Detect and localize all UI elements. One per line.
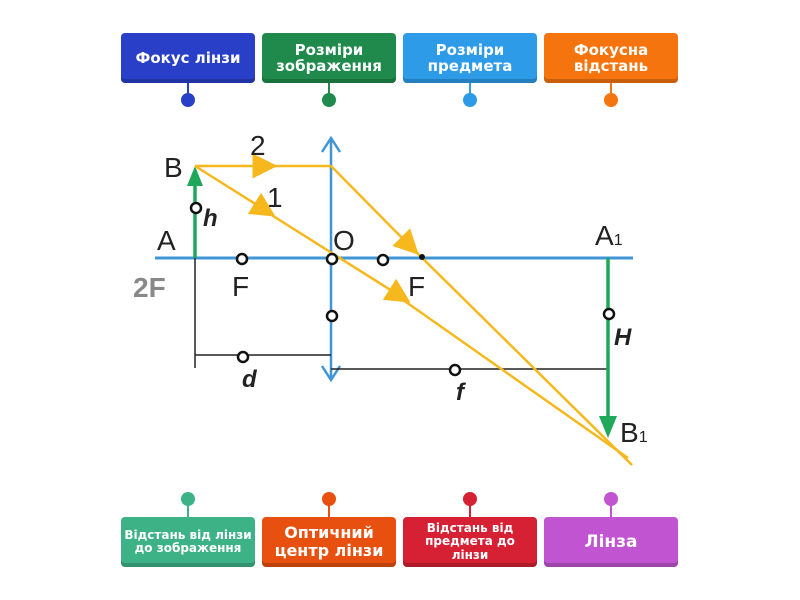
card-text: Лінза: [584, 531, 638, 552]
label-B: B: [164, 152, 183, 183]
lens-bottom-arrow: [320, 365, 342, 383]
card-connector-pin: [469, 503, 471, 517]
card-text: Фокусна відстань: [573, 40, 649, 75]
card-text: Відстань від лінзи до зображення: [124, 527, 252, 555]
lens-top-arrow: [320, 135, 342, 153]
drop-target-o[interactable]: [325, 252, 339, 266]
label-O: O: [333, 225, 355, 256]
bottom-label-card[interactable]: Відстань від предмета до лінзи: [403, 517, 537, 567]
drop-target-lens[interactable]: [325, 309, 339, 323]
card-text: Відстань від предмета до лінзи: [425, 521, 515, 562]
focus-point: [419, 254, 425, 260]
card-connector-dot: [181, 93, 195, 107]
drop-target-focal-length[interactable]: [376, 253, 390, 267]
label-F-left: F: [232, 271, 249, 302]
bottom-label-card[interactable]: Відстань від лінзи до зображення: [121, 517, 255, 567]
label-B1: B1: [620, 417, 648, 448]
label-h: h: [203, 205, 218, 232]
object-arrowhead: [187, 166, 203, 186]
image-arrowhead: [599, 416, 617, 438]
card-connector-dot: [322, 93, 336, 107]
label-2F: 2F: [133, 272, 166, 303]
drop-target-f[interactable]: [448, 363, 462, 377]
label-A: A: [157, 225, 176, 256]
label-d: d: [242, 366, 258, 393]
card-connector-dot: [463, 492, 477, 506]
drop-target-f-left[interactable]: [235, 252, 249, 266]
label-ray-2: 2: [250, 130, 266, 161]
label-ray-1: 1: [267, 182, 283, 213]
card-connector-dot: [604, 492, 618, 506]
top-label-card[interactable]: Фокусна відстань: [544, 33, 678, 83]
label-F-right: F: [408, 271, 425, 302]
label-A1: A1: [595, 220, 623, 251]
top-label-card[interactable]: Розміри зображення: [262, 33, 396, 83]
card-connector-pin: [610, 503, 612, 517]
card-text: Фокус лінзи: [135, 48, 241, 67]
card-connector-dot: [322, 492, 336, 506]
bottom-label-card[interactable]: Лінза: [544, 517, 678, 567]
card-connector-pin: [187, 503, 189, 517]
card-connector-dot: [604, 93, 618, 107]
bottom-label-card[interactable]: Оптичний центр лінзи: [262, 517, 396, 567]
card-connector-pin: [187, 83, 189, 97]
drop-target-d[interactable]: [236, 350, 250, 364]
card-connector-dot: [181, 492, 195, 506]
card-text: Розміри зображення: [276, 40, 382, 75]
card-connector-dot: [463, 93, 477, 107]
label-f: f: [456, 379, 466, 406]
top-label-card[interactable]: Розміри предмета: [403, 33, 537, 83]
card-text: Оптичний центр лінзи: [274, 523, 384, 560]
label-H: H: [614, 324, 632, 351]
light-rays: [194, 153, 633, 466]
card-connector-pin: [610, 83, 612, 97]
card-connector-pin: [328, 83, 330, 97]
top-label-card[interactable]: Фокус лінзи: [121, 33, 255, 83]
card-connector-pin: [328, 503, 330, 517]
drop-target-H[interactable]: [602, 307, 616, 321]
card-connector-pin: [469, 83, 471, 97]
card-text: Розміри предмета: [427, 40, 513, 75]
drop-target-h[interactable]: [189, 201, 203, 215]
